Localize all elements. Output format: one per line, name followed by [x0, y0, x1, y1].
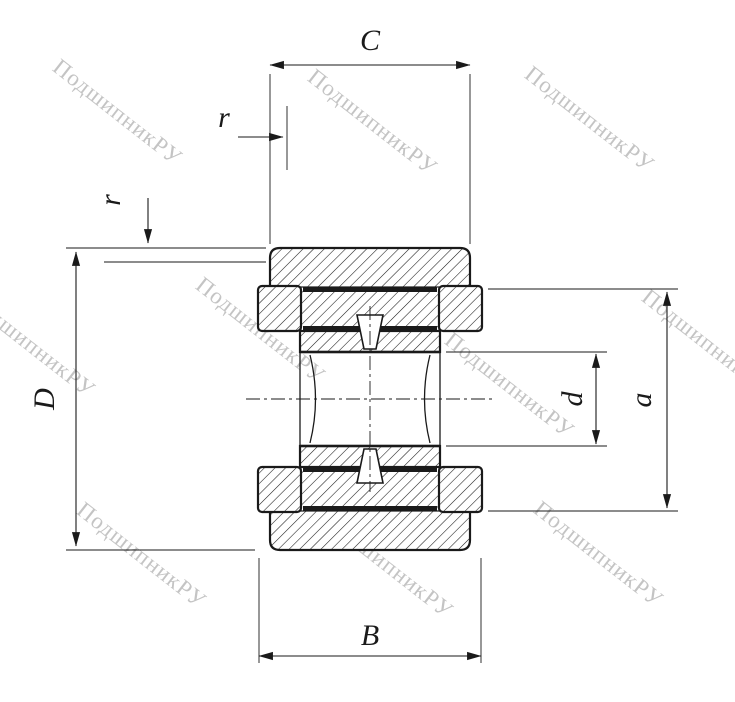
dimension-B: B: [258, 558, 482, 663]
dimension-d: d: [446, 351, 607, 447]
outer-ring-top-section: [268, 246, 472, 292]
dim-label-d: d: [556, 391, 589, 407]
dimension-C: C: [269, 24, 471, 244]
dimension-a: a: [488, 288, 678, 512]
watermark-text: ПодшипникРУ: [529, 496, 668, 612]
watermark-text: ПодшипникРУ: [520, 61, 659, 177]
watermark-text: ПодшипникРУ: [0, 286, 100, 402]
dimension-r-left: r: [94, 194, 266, 263]
dim-label-D: D: [28, 388, 61, 411]
bearing-section: [246, 246, 494, 552]
dim-label-B: B: [361, 619, 379, 652]
end-washer-top-right: [437, 284, 484, 333]
end-washer-top-left: [256, 284, 303, 333]
dim-label-C: C: [360, 24, 381, 57]
watermark-text: ПодшипникРУ: [637, 284, 735, 400]
dimension-D: D: [28, 247, 266, 551]
watermark-text: ПодшипникРУ: [440, 327, 579, 443]
end-washer-bottom-right: [437, 465, 484, 514]
watermark-text: ПодшипникРУ: [48, 54, 187, 170]
dimension-r-top: r: [218, 101, 288, 170]
dim-label-a: a: [625, 393, 658, 408]
watermark-text: ПодшипникРУ: [72, 497, 211, 613]
end-washer-bottom-left: [256, 465, 303, 514]
dim-label-r-left: r: [94, 194, 127, 206]
dim-label-r-top: r: [218, 101, 230, 134]
watermark-text: ПодшипникРУ: [303, 64, 442, 180]
outer-ring-bottom-section: [268, 506, 472, 552]
